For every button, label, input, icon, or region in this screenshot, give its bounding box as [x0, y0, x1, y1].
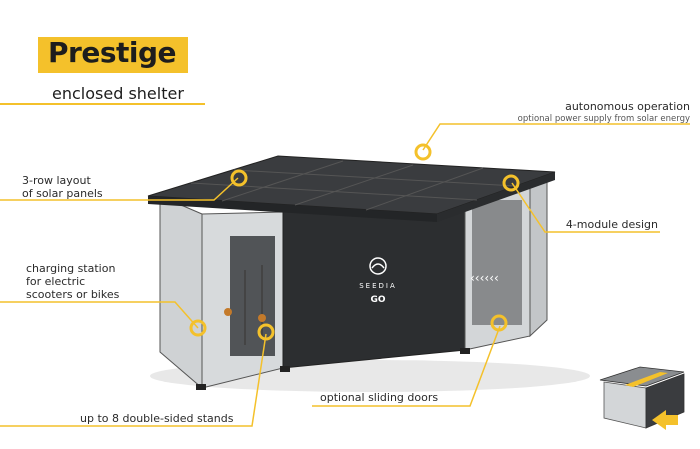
title-highlight — [38, 37, 188, 73]
callout-autonomous-subtitle: optional power supply from solar energy — [517, 114, 690, 124]
callout-dot-autonomous — [414, 143, 432, 161]
callout-doors: optional sliding doors — [320, 391, 439, 404]
brand-name: SEEDIA — [359, 282, 397, 290]
callout-dot-solar — [230, 169, 248, 187]
callout-module: 4-module design — [565, 218, 658, 231]
callout-dot-charging — [189, 319, 207, 337]
callout-line-solar — [0, 177, 239, 201]
callout-stands: up to 8 double-sided stands — [80, 412, 234, 425]
brand-product: GO — [370, 295, 385, 305]
callout-solar-line1: 3-row layout — [22, 174, 91, 187]
left-side-glass — [159, 195, 203, 390]
callout-charging-line3: scooters or bikes — [26, 288, 120, 301]
page-title: Prestige — [48, 36, 177, 69]
callout-charging-line1: charging station — [26, 262, 116, 275]
callout-autonomous-title: autonomous operation — [565, 100, 690, 113]
callout-line-module — [511, 182, 660, 233]
callout-autonomous: autonomous operation optional power supp… — [518, 100, 690, 126]
right-bay-interior — [472, 200, 522, 325]
callout-line-autonomous — [422, 123, 690, 151]
right-side-glass — [529, 179, 548, 338]
callout-charging-line2: for electric — [26, 275, 86, 288]
stand-lock-2 — [258, 314, 266, 322]
stand-lock-1 — [224, 308, 232, 316]
callout-charging: charging station for electric scooters o… — [26, 262, 119, 301]
thumbnail-arrow-icon — [652, 410, 678, 430]
page-subtitle: enclosed shelter — [52, 84, 184, 103]
roof-right-edge — [437, 172, 555, 222]
callout-dot-stands — [257, 323, 275, 341]
left-bay-interior — [230, 236, 275, 356]
callout-line-stands — [0, 333, 267, 427]
callout-line-charging — [0, 301, 199, 329]
callout-dot-doors — [490, 314, 508, 332]
callout-line-doors — [312, 325, 501, 407]
callout-dot-module — [502, 174, 520, 192]
slide-arrows: ‹‹‹‹‹‹ — [470, 271, 499, 285]
callout-solar-line2: of solar panels — [22, 187, 103, 200]
callout-solar: 3-row layout of solar panels — [22, 174, 103, 200]
seedia-logo-icon — [369, 257, 387, 275]
mini-shelter-thumbnail — [599, 366, 685, 430]
roof-front-edge — [148, 196, 437, 222]
